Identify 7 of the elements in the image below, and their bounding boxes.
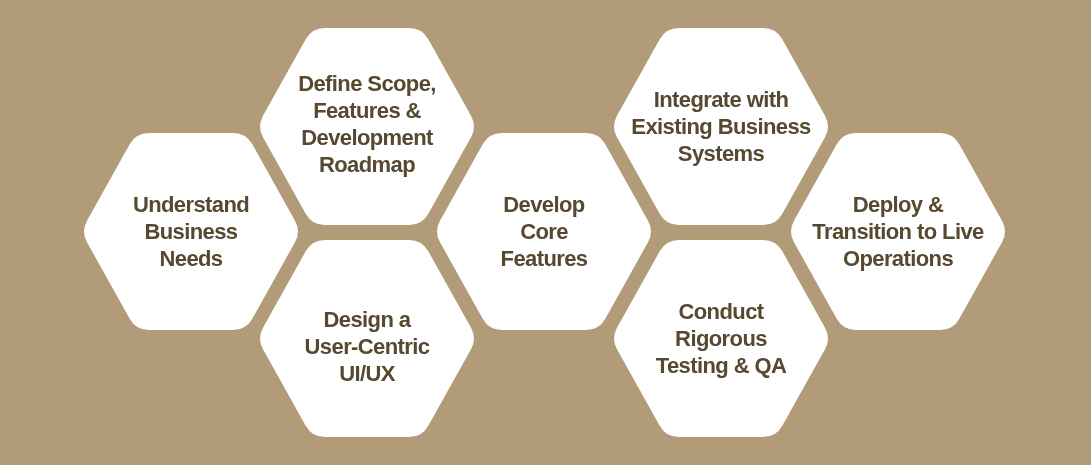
step-text: Conduct Rigorous Testing & QA: [654, 297, 788, 379]
step-text: Deploy & Transition to Live Operations: [811, 190, 985, 272]
step-text: Understand Business Needs: [131, 190, 251, 272]
step-text: Design a User-Centric UI/UX: [303, 305, 431, 387]
step-text: Develop Core Features: [499, 190, 589, 272]
step-text: Integrate with Existing Business Systems: [630, 85, 812, 167]
step-text: Define Scope, Features & Development Roadmap: [297, 70, 437, 178]
